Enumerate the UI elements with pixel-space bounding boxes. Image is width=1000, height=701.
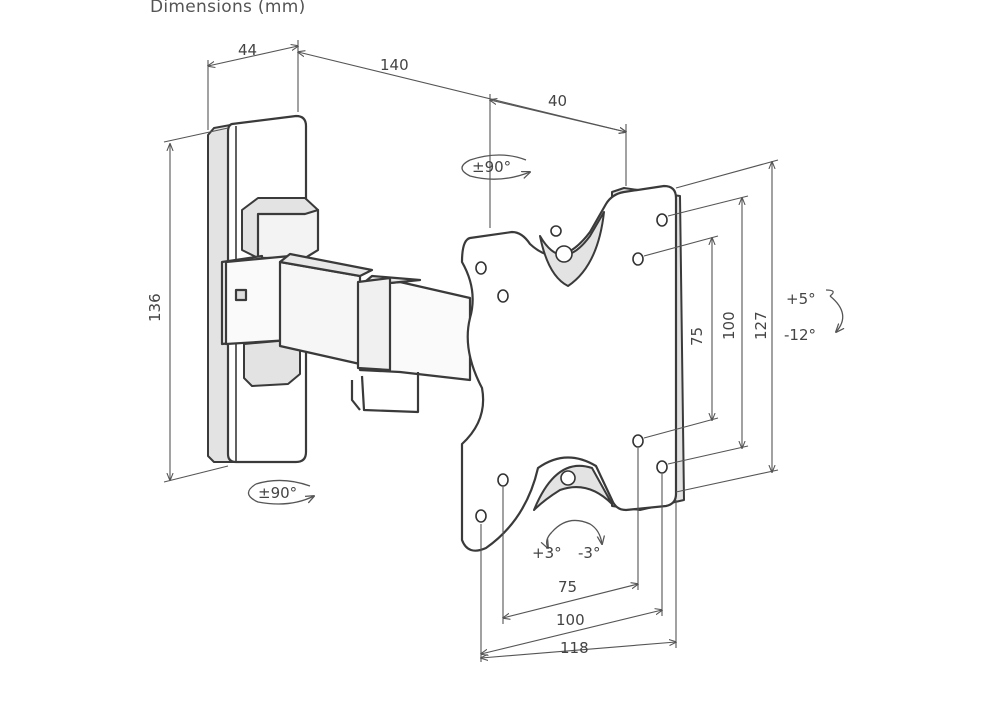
label-rotate-minus: -3° [578,544,600,562]
bottom-lock-screw [560,470,576,486]
label-tilt-up: +5° [786,290,816,308]
label-horizontal-118: 118 [560,639,589,657]
label-wall-swivel: ±90° [258,484,297,502]
label-arm-length: 140 [380,56,409,74]
label-tilt-down: -12° [784,326,816,344]
label-rotate-plus: +3° [532,544,562,562]
top-lock-screw [555,245,573,263]
diagram-title: Dimensions (mm) [150,0,306,17]
wall-bracket-block [220,197,320,387]
swing-arm [278,252,472,414]
label-horizontal-100: 100 [556,611,585,629]
rotation-indicators [247,154,842,548]
label-vertical-100: 100 [720,311,738,340]
label-vertical-127: 127 [752,311,770,340]
dimension-lines [163,40,779,662]
label-horizontal-75: 75 [558,578,577,596]
label-arm-swivel: ±90° [472,158,511,176]
vesa-holes [475,213,668,523]
label-wall-depth: 44 [238,41,257,59]
label-plate-offset: 40 [548,92,567,110]
label-vertical-75: 75 [688,327,706,346]
label-wall-height: 136 [146,293,164,322]
vesa-plate [460,184,685,552]
